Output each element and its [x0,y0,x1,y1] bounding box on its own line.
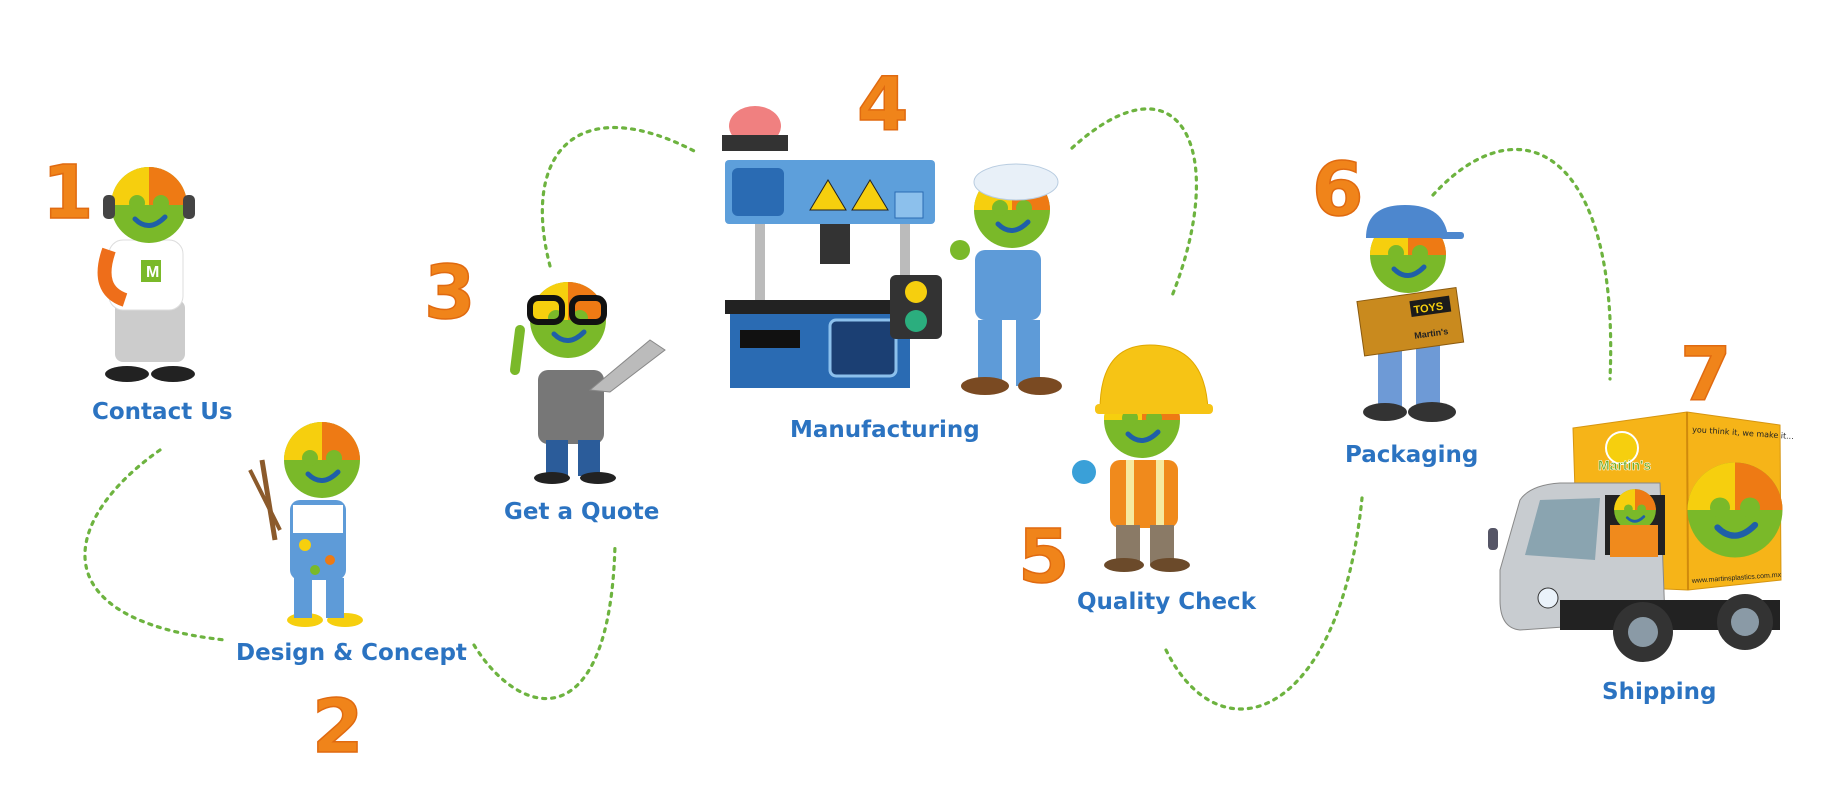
box-label: TOYS [1413,301,1444,317]
truck-brand: Martin's [1598,457,1651,473]
step-label: Shipping [1602,679,1716,705]
connector-2-3 [472,543,617,700]
step-number: 7 [1680,332,1732,418]
connector-6-7 [1431,147,1613,381]
step-label: Contact Us [92,399,233,425]
laser-warning-icon [851,179,889,211]
smiley-logo [1688,463,1783,558]
step-number: 3 [424,250,476,336]
box-brand: Martin's [1414,326,1449,341]
packer-character: TOYS Martin's [1356,205,1465,422]
step-label: Packaging [1345,442,1478,468]
step-number: 2 [312,684,364,770]
connector-5-6 [1164,496,1364,711]
step-number: 6 [1312,147,1364,233]
step-manufacturing: 4 Manufacturing [722,61,1062,443]
paintbrush-icon [259,459,278,541]
step-number: 1 [42,150,94,236]
step-label: Design & Concept [236,640,467,666]
hard-hat-icon [1099,344,1209,411]
glove-thumbs-up-icon [1072,460,1096,484]
injection-machine [722,106,942,388]
worker-character [950,163,1062,395]
step-shipping: 7 you think it, we make it... www.martin… [1488,331,1794,705]
designer-character [248,422,363,627]
cap-icon [1366,205,1448,238]
shirt-letter: M [146,264,159,281]
hairnet-icon [973,163,1059,201]
connector-paths [83,107,1613,711]
delivery-truck: you think it, we make it... www.martinsp… [1488,411,1794,662]
step-packaging: 6 TOYS Martin's Packaging [1311,146,1478,468]
step-label: Manufacturing [790,417,980,443]
step-design-concept: Design & Concept 2 [236,422,467,771]
box-icon: TOYS Martin's [1356,287,1465,357]
laptop-icon [588,339,666,393]
thumbs-up-icon [950,240,970,260]
headset-icon [103,195,115,219]
inspector-character [1072,344,1213,572]
step-number: 4 [857,62,909,148]
call-center-character: M [97,167,195,382]
step-contact-us: 1 M Contact Us [41,149,233,425]
warning-icon [809,179,847,211]
connector-4-5 [1070,107,1199,298]
step-get-a-quote: 3 Get a Quote [423,249,666,525]
mirror-icon [1488,528,1498,550]
connector-1-2 [83,448,227,642]
quote-character [510,282,666,484]
glasses-icon [527,295,607,325]
step-label: Quality Check [1077,589,1257,615]
step-label: Get a Quote [504,499,659,525]
traffic-light-icon [890,275,942,339]
step-number: 5 [1018,514,1070,600]
step-quality-check: 5 Quality Check [1017,344,1257,615]
connector-3-4 [540,125,700,268]
